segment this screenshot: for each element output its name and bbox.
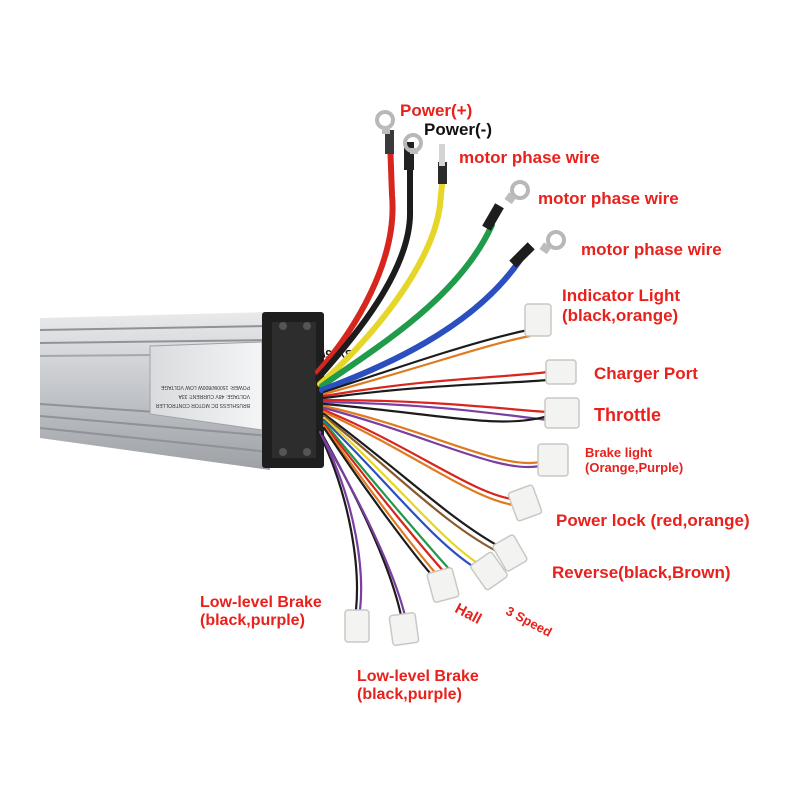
label-brake-light: Brake light (Orange,Purple) [585, 445, 684, 476]
label-power-negative: Power(-) [424, 120, 492, 139]
label-indicator-line2: (black,orange) [562, 305, 679, 325]
label-low-brake-2-line2: (black,purple) [357, 686, 462, 704]
label-motor-phase-wire-2: motor phase wire [538, 189, 679, 208]
label-motor-phase-wire-1: motor phase wire [459, 148, 600, 167]
label-low-brake-1-line1: Low-level Brake [200, 594, 322, 611]
label-indicator-line1: Indicator Light [562, 286, 681, 305]
label-throttle: Throttle [594, 405, 661, 425]
ring-terminals [375, 110, 566, 255]
signal-wires [316, 328, 550, 622]
label-indicator-light: Indicator Light (black,orange) [562, 286, 680, 325]
label-power-lock: Power lock (red,orange) [556, 511, 750, 530]
connectors [344, 303, 580, 647]
label-low-brake-1-line2: (black,purple) [200, 612, 305, 630]
label-low-brake-2-line1: Low-level Brake [357, 668, 479, 685]
controller-housing: BY15WF03-B B Y BRUSHLESS DC MOTOR CONTRO… [39, 312, 353, 470]
label-reverse: Reverse(black,Brown) [552, 563, 731, 582]
label-charger-port: Charger Port [594, 364, 698, 383]
label-brake-light-line2: (Orange,Purple) [585, 459, 684, 475]
label-low-level-brake-1: Low-level Brake (black,purple) [200, 594, 322, 631]
label-brake-light-line1: Brake light [585, 445, 653, 460]
controller-spec-line: BRUSHLESS DC MOTOR CONTROLLER [155, 402, 250, 408]
label-motor-phase-wire-3: motor phase wire [581, 240, 722, 259]
controller-spec-line: VOLTAGE: 48V CURRENT: 33A [178, 393, 250, 399]
power-phase-wires [315, 130, 535, 393]
label-low-level-brake-2: Low-level Brake (black,purple) [357, 668, 479, 705]
label-power-positive: Power(+) [400, 101, 473, 120]
controller-spec-line: POWER: 1500W/800W LOW VOLTAGE [160, 384, 250, 390]
